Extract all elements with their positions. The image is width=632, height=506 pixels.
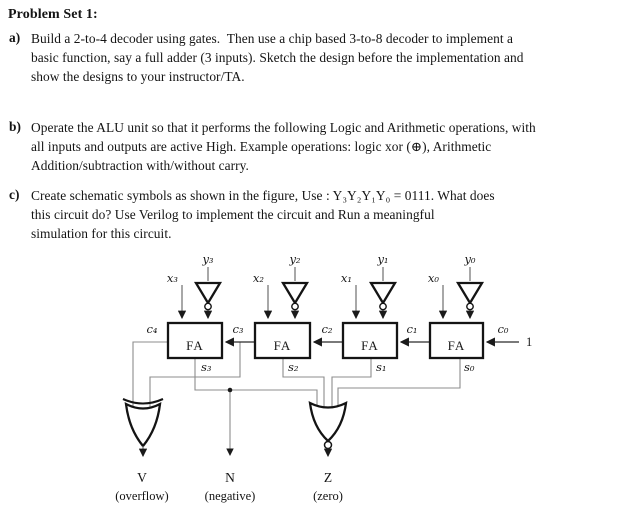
fa-box-0-label: FA: [448, 338, 466, 353]
zero-flag-symbol: Z: [324, 470, 332, 485]
inverter-y1-bubble: [379, 302, 387, 311]
inverter-y2-icon: [280, 281, 310, 306]
item-a-marker: a): [9, 30, 21, 45]
negative-flag-name: (negative): [205, 489, 256, 503]
c2-label: c₂: [321, 322, 332, 336]
sum-s0-wire: [337, 358, 461, 410]
problem-item-c: c) Create schematic symbols as shown in …: [0, 187, 632, 243]
nor-gate-zero-icon: [308, 401, 348, 443]
y3-label: y₃: [201, 252, 213, 266]
y0-label: y₀: [463, 252, 475, 266]
problem-item-b: b) Operate the ALU unit so that it perfo…: [0, 119, 632, 175]
s1-label: s₁: [376, 360, 387, 374]
inverter-y3-icon: [193, 281, 223, 306]
inverter-y1-icon: [368, 281, 398, 306]
c3-label: c₃: [232, 322, 243, 336]
problem-item-a: a) Build a 2-to-4 decoder using gates. T…: [0, 30, 632, 86]
inverter-y0-icon: [455, 281, 485, 306]
s3-label: s₃: [201, 360, 212, 374]
page-title: Problem Set 1:: [8, 7, 98, 22]
fa-box-1-label: FA: [361, 338, 379, 353]
fa-box-2: [253, 321, 312, 360]
fa-box-3: [166, 321, 224, 360]
overflow-flag-name: (overflow): [115, 489, 168, 503]
zero-flag-name: (zero): [313, 489, 343, 503]
item-c-text: Create schematic symbols as shown in the…: [31, 188, 495, 241]
s0-label: s₀: [464, 360, 475, 374]
x3-label: x₃: [167, 271, 178, 285]
y1-label: y₁: [376, 252, 388, 266]
xor-gate-top-arc: [122, 398, 164, 405]
inverter-y0-bubble: [466, 302, 474, 311]
inverter-y3-bubble: [204, 302, 212, 311]
sum-s1-wire: [331, 358, 372, 410]
negative-flag-symbol: N: [225, 470, 235, 485]
input-columns: [177, 267, 485, 320]
item-c-marker: c): [9, 187, 20, 202]
carry-out-c4-wire: [132, 341, 168, 408]
fa-box-2-label: FA: [274, 338, 292, 353]
fa-box-0: [428, 321, 485, 360]
y2-label: y₂: [288, 252, 300, 266]
x1-label: x₁: [341, 271, 352, 285]
carry-in-constant: 1: [526, 335, 532, 349]
x0-label: x₀: [428, 271, 439, 285]
sum-s3-wire: [194, 358, 318, 410]
x2-label: x₂: [253, 271, 264, 285]
fa-box-3-label: FA: [186, 338, 204, 353]
routing-wires: [132, 341, 461, 456]
fa-box-1: [341, 321, 399, 360]
c1-label: c₁: [406, 322, 417, 336]
item-b-marker: b): [9, 119, 21, 134]
c0-label: c₀: [497, 322, 508, 336]
flag-gates: [122, 398, 348, 458]
overflow-flag-symbol: V: [137, 470, 147, 485]
junction-dot: [227, 387, 233, 393]
item-a-text: Build a 2-to-4 decoder using gates. Then…: [31, 31, 524, 84]
item-b-text: Operate the ALU unit so that it performs…: [31, 120, 536, 173]
sum-s2-wire: [282, 358, 325, 410]
s2-label: s₂: [288, 360, 299, 374]
xor-gate-overflow-icon: [124, 401, 162, 448]
diagram-labels: y₃ y₂ y₁ y₀ x₃ x₂ x₁ x₀ c₄ c₃ c₂ c₁ c₀ s…: [115, 252, 532, 503]
c4-label: c₄: [146, 322, 157, 336]
full-adder-blocks: FA FA FA FA: [166, 321, 485, 360]
inverter-y2-bubble: [291, 302, 299, 311]
nor-gate-zero-bubble: [323, 440, 333, 450]
